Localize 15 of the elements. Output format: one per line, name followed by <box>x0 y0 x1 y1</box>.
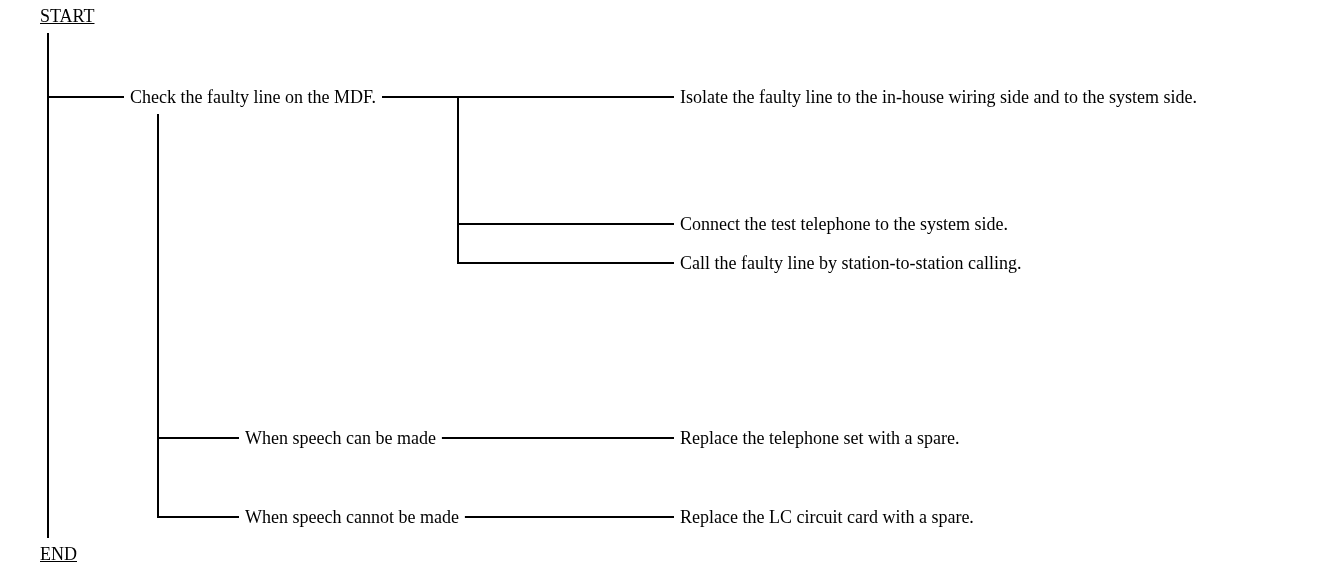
connector-line <box>157 113 240 518</box>
step-text: Replace the telephone set with a spare. <box>680 422 960 455</box>
step-text: Connect the test telephone to the system side. <box>680 208 1330 241</box>
condition-text: When speech can be made <box>245 422 436 455</box>
connector-line <box>440 437 675 439</box>
condition-text: When speech cannot be made <box>245 501 459 534</box>
connector-line <box>463 516 675 518</box>
start-label: START <box>40 0 95 33</box>
step-text: Isolate the faulty line to the in-house wiring side and to the system side. <box>680 81 1330 114</box>
end-label: END <box>40 538 77 567</box>
connector-line <box>47 32 125 98</box>
step-text: Replace the LC circuit card with a spare. <box>680 501 974 534</box>
step-text: Call the faulty line by station-to-station calling. <box>680 247 1330 280</box>
connector-line <box>381 96 675 264</box>
step-text: Check the faulty line on the MDF. <box>130 81 376 114</box>
